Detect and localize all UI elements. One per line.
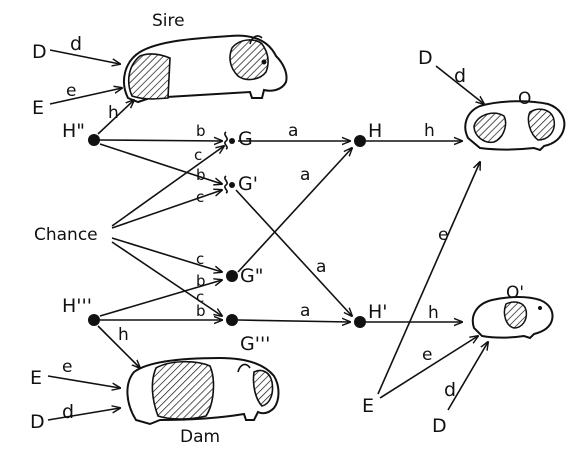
dam-D-label: D: [30, 411, 45, 433]
offspring-Oprime-guinea-pig: [471, 296, 554, 340]
e-Oprime-label: e: [422, 345, 432, 365]
O-label: O: [518, 89, 531, 109]
b-label-4: b: [196, 302, 206, 320]
h-H-label: h: [424, 121, 435, 141]
h-sire-label: h: [108, 103, 119, 123]
Oprime-D-label: D: [432, 415, 447, 437]
sire-D-label: D: [32, 41, 47, 63]
G-label: G: [238, 128, 253, 150]
sire-e-label: e: [66, 81, 76, 101]
h-dam-label: h: [118, 325, 129, 345]
arrow-E-to-dam: [47, 375, 120, 388]
e-O-label: e: [438, 225, 448, 245]
H-sire-label: H": [62, 120, 85, 142]
chance-label: Chance: [34, 225, 98, 245]
sire-label: Sire: [152, 11, 185, 31]
gamete-G-squiggle: [224, 131, 228, 150]
arrow-Hsire-to-G: [99, 140, 222, 141]
arrow-E-to-Oprime: [379, 336, 478, 399]
a-label-3: a: [316, 257, 326, 277]
sire-guinea-pig: [123, 34, 288, 104]
arrow-D-to-Oprime: [447, 342, 488, 411]
dam-e-label: e: [62, 357, 72, 377]
H-label: H: [368, 120, 382, 142]
arrow-Hsire-to-Gprime: [99, 143, 222, 184]
h-Hprime-label: h: [428, 303, 439, 323]
arrow-Hdam-to-Gdprime: [99, 280, 222, 317]
node-H: [354, 135, 366, 147]
node-Hprime: [354, 316, 366, 328]
b-label-3: b: [196, 272, 206, 290]
arrow-D-to-dam: [47, 408, 120, 421]
arrow-chance-to-Gprime: [111, 190, 222, 229]
dam-E-label: E: [30, 367, 42, 389]
sire-E-label: E: [32, 97, 44, 119]
Oprime-d-label: d: [444, 379, 456, 401]
a-label-2: a: [300, 165, 310, 185]
a-label-1: a: [288, 121, 298, 141]
arrow-H-sire-to-sire: [97, 100, 134, 135]
c-label-2: c: [196, 188, 204, 206]
offspring-O-guinea-pig: [464, 100, 566, 152]
c-label-1: c: [194, 146, 202, 164]
arrow-Gdprime-to-H: [237, 148, 352, 273]
arrow-Gtprime-to-Hprime: [237, 320, 350, 322]
O-d-label: d: [454, 65, 466, 87]
c-label-3: c: [196, 250, 204, 268]
arrow-chance-to-Gtprime: [111, 241, 222, 316]
dam-guinea-pig: [126, 356, 280, 426]
node-Gdprime: [226, 270, 238, 282]
Oprime-label: O': [506, 283, 524, 303]
a-label-4: a: [300, 301, 310, 321]
sire-d-label: d: [70, 33, 82, 55]
Gtprime-label: G''': [240, 333, 270, 355]
dam-label: Dam: [180, 427, 220, 447]
node-H-sire: [88, 134, 100, 146]
H-dam-label: H''': [62, 295, 92, 317]
arrow-E-to-sire: [49, 88, 122, 105]
arrow-Gprime-to-Hprime: [235, 189, 352, 316]
arrow-chance-to-G: [111, 146, 224, 227]
node-H-dam: [88, 314, 100, 326]
arrow-D-to-sire: [49, 49, 120, 64]
Gprime-label: G': [238, 173, 258, 195]
c-label-4: c: [196, 288, 204, 306]
node-G: [229, 138, 235, 144]
offspring-E-label: E: [362, 395, 374, 417]
dam-d-label: d: [62, 401, 74, 423]
arrow-chance-to-Gdprime: [111, 237, 222, 272]
b-label-1: b: [196, 122, 206, 140]
b-label-2: b: [196, 166, 206, 184]
node-Gprime: [229, 182, 235, 188]
arrow-E-to-O: [377, 162, 480, 395]
Gdprime-label: G": [240, 265, 263, 287]
O-D-label: D: [418, 47, 433, 69]
arrow-Hdam-to-dam: [97, 325, 140, 368]
node-Gtprime: [226, 314, 238, 326]
Hprime-label: H': [368, 301, 388, 323]
gamete-Gprime-squiggle: [224, 175, 228, 194]
arrow-D-to-O: [435, 65, 484, 104]
